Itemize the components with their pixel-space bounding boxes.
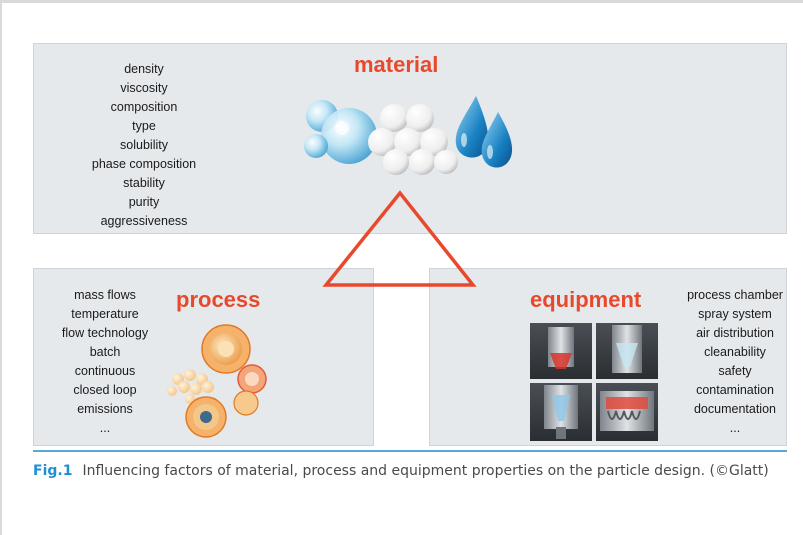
process-factor: temperature xyxy=(71,307,139,321)
equipment-factor: safety xyxy=(718,364,752,378)
process-factor: continuous xyxy=(74,364,136,378)
particle-group xyxy=(167,324,267,438)
material-factor: viscosity xyxy=(120,81,168,95)
figure-caption: Fig.1 Influencing factors of material, pr… xyxy=(33,461,793,481)
equipment-factor: spray system xyxy=(698,307,772,321)
material-factor: composition xyxy=(110,100,178,114)
equipment-photo-2 xyxy=(596,323,658,379)
bubble-group xyxy=(304,100,377,164)
material-factor: purity xyxy=(128,195,160,209)
equipment-photo-4 xyxy=(596,383,658,441)
caption-text: Influencing factors of material, process… xyxy=(82,463,769,479)
equipment-factor: air distribution xyxy=(696,326,774,340)
material-heading: material xyxy=(354,52,439,77)
process-factor: emissions xyxy=(77,402,133,416)
process-heading: process xyxy=(176,287,261,312)
material-factor-list: density viscosity composition type solub… xyxy=(74,60,214,231)
process-illustration xyxy=(167,324,267,438)
equipment-factor: ... xyxy=(729,421,741,435)
material-panel: density viscosity composition type solub… xyxy=(33,43,787,234)
process-factor: batch xyxy=(89,345,121,359)
material-factor: aggressiveness xyxy=(100,214,188,228)
material-factor: type xyxy=(132,119,156,133)
material-factor: stability xyxy=(123,176,165,190)
process-factor-list: mass flows temperature flow technology b… xyxy=(40,286,170,438)
equipment-photo-3 xyxy=(530,383,592,441)
sphere-group xyxy=(368,104,458,175)
material-factor: phase composition xyxy=(91,157,197,171)
caption-rule xyxy=(33,450,787,452)
figure-label: Fig.1 xyxy=(33,463,73,479)
process-factor: flow technology xyxy=(61,326,149,340)
left-border xyxy=(0,0,2,535)
equipment-factor: cleanability xyxy=(704,345,766,359)
process-factor: mass flows xyxy=(74,288,136,302)
process-factor: ... xyxy=(99,421,111,435)
material-factor: solubility xyxy=(120,138,168,152)
equipment-photo-1 xyxy=(530,323,592,379)
equipment-heading: equipment xyxy=(530,287,642,312)
process-panel: mass flows temperature flow technology b… xyxy=(33,268,374,446)
droplet-group xyxy=(455,96,513,168)
equipment-factor-list: process chamber spray system air distrib… xyxy=(680,286,790,438)
equipment-factor: contamination xyxy=(696,383,774,397)
top-border xyxy=(0,0,803,3)
equipment-factor: process chamber xyxy=(687,288,783,302)
material-illustration xyxy=(304,96,513,175)
process-factor: closed loop xyxy=(73,383,137,397)
equipment-panel: equipment process chamber spray system a… xyxy=(429,268,787,446)
equipment-illustration xyxy=(530,323,658,441)
equipment-factor: documentation xyxy=(693,402,776,416)
material-factor: density xyxy=(124,62,164,76)
